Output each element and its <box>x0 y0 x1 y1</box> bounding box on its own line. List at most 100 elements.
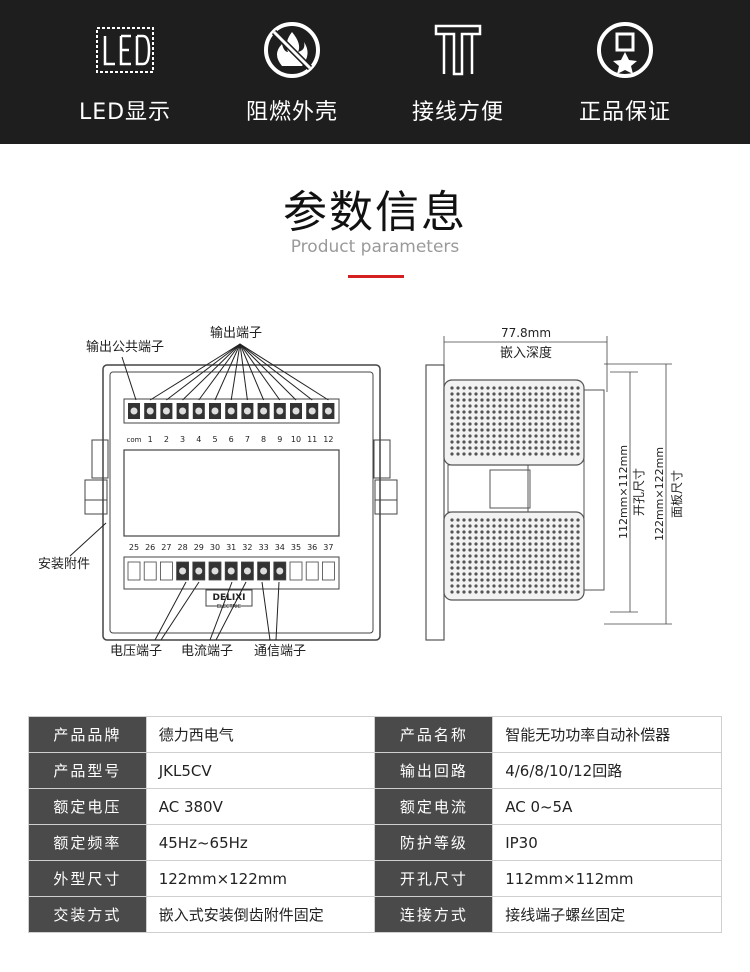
vent-hole <box>456 422 460 426</box>
vent-hole <box>576 572 580 576</box>
vent-hole <box>492 440 496 444</box>
spec-key: 产品型号 <box>28 752 147 789</box>
vent-hole <box>474 434 478 438</box>
vent-hole <box>540 398 544 402</box>
vent-hole <box>528 530 532 534</box>
vent-hole <box>516 422 520 426</box>
vent-hole <box>570 416 574 420</box>
terminal-number: 6 <box>229 435 234 444</box>
vent-hole <box>576 524 580 528</box>
vent-hole <box>540 452 544 456</box>
vent-hole <box>450 398 454 402</box>
vent-hole <box>546 440 550 444</box>
vent-hole <box>516 590 520 594</box>
vent-hole <box>474 560 478 564</box>
vent-hole <box>528 452 532 456</box>
vent-hole <box>552 566 556 570</box>
terminal-number: 1 <box>148 435 153 444</box>
vent-holes-top <box>450 386 580 456</box>
vent-hole <box>570 404 574 408</box>
vent-hole <box>534 422 538 426</box>
terminal-number: 27 <box>161 543 171 552</box>
vent-hole <box>504 428 508 432</box>
vent-hole <box>492 554 496 558</box>
vent-hole <box>486 416 490 420</box>
vent-hole <box>522 446 526 450</box>
terminal-number: 36 <box>307 543 317 552</box>
vent-hole <box>510 386 514 390</box>
vent-hole <box>468 392 472 396</box>
vent-hole <box>468 518 472 522</box>
vent-hole <box>516 386 520 390</box>
vent-hole <box>474 398 478 402</box>
vent-hole <box>546 578 550 582</box>
vent-hole <box>558 536 562 540</box>
spec-value: IP30 <box>492 824 722 861</box>
vent-hole <box>474 386 478 390</box>
vent-hole <box>552 440 556 444</box>
current-label: 电流端子 <box>181 644 233 659</box>
front-view <box>84 364 398 641</box>
vent-hole <box>468 584 472 588</box>
vent-hole <box>534 536 538 540</box>
vent-hole <box>462 584 466 588</box>
feature-label: 接线方便 <box>411 100 504 125</box>
vent-hole <box>546 566 550 570</box>
vent-hole <box>528 578 532 582</box>
vent-hole <box>552 398 556 402</box>
vent-hole <box>462 452 466 456</box>
vent-hole <box>462 524 466 528</box>
vent-hole <box>456 560 460 564</box>
vent-hole <box>492 404 496 408</box>
terminal-number: 12 <box>323 435 333 444</box>
leader-line <box>239 343 248 401</box>
spec-key: 交装方式 <box>28 896 147 933</box>
vent-hole <box>510 440 514 444</box>
feature-flame: 阻燃外壳 <box>212 20 372 126</box>
vent-hole <box>456 446 460 450</box>
vent-hole <box>486 542 490 546</box>
vent-hole <box>498 440 502 444</box>
vent-hole <box>558 386 562 390</box>
vent-hole <box>510 524 514 528</box>
spec-key: 防护等级 <box>374 824 494 861</box>
vent-hole <box>474 530 478 534</box>
vent-hole <box>534 392 538 396</box>
vent-hole <box>540 404 544 408</box>
vent-hole <box>528 410 532 414</box>
vent-hole <box>570 530 574 534</box>
vent-hole <box>546 446 550 450</box>
vent-hole <box>522 542 526 546</box>
vent-hole <box>546 536 550 540</box>
vent-hole <box>486 524 490 528</box>
vent-hole <box>510 584 514 588</box>
vent-hole <box>510 536 514 540</box>
vent-hole <box>492 428 496 432</box>
vent-hole <box>456 410 460 414</box>
vent-hole <box>504 404 508 408</box>
vent-hole <box>468 542 472 546</box>
vent-hole <box>564 578 568 582</box>
terminal-screw <box>305 561 319 581</box>
vent-hole <box>462 572 466 576</box>
vent-hole <box>480 566 484 570</box>
vent-hole <box>504 584 508 588</box>
vent-hole <box>522 404 526 408</box>
vent-hole <box>462 386 466 390</box>
vent-hole <box>468 566 472 570</box>
vent-hole <box>534 446 538 450</box>
screw-head <box>260 567 268 575</box>
leader-line <box>239 343 313 401</box>
vent-hole <box>516 434 520 438</box>
vent-hole <box>480 416 484 420</box>
screw-head <box>276 567 284 575</box>
vent-hole <box>564 548 568 552</box>
vent-hole <box>576 548 580 552</box>
vent-hole <box>510 548 514 552</box>
vent-hole <box>510 554 514 558</box>
vent-hole <box>522 524 526 528</box>
spec-key: 连接方式 <box>374 896 494 933</box>
vent-hole <box>546 404 550 408</box>
